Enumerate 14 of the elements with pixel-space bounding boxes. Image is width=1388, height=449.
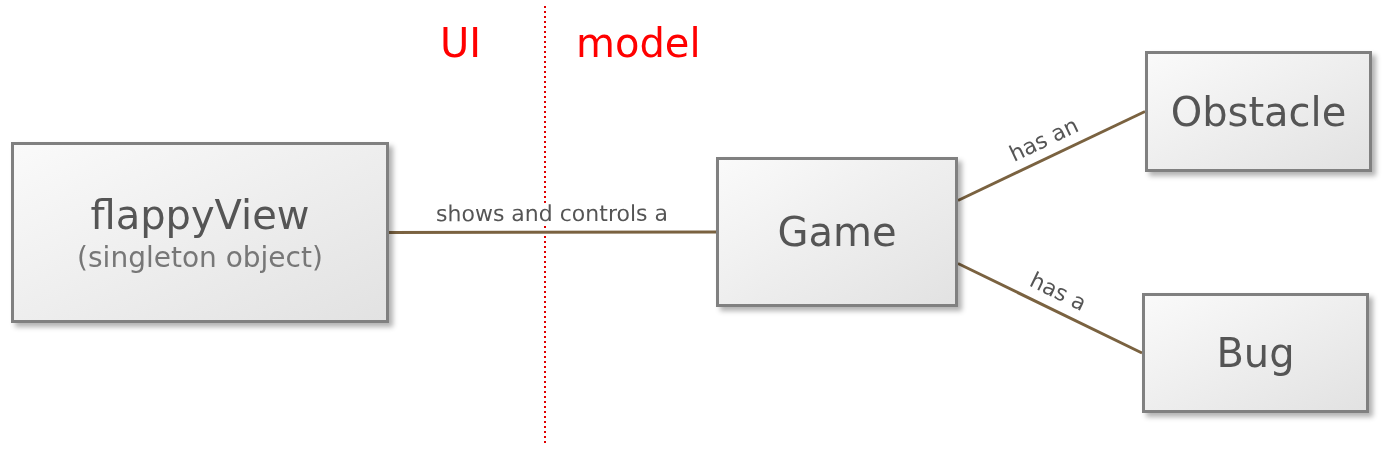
box-title: Obstacle — [1170, 87, 1347, 137]
connector-line — [389, 230, 716, 234]
class-box — [1145, 51, 1372, 172]
zone-label: UI — [440, 19, 482, 68]
box-title: Bug — [1216, 329, 1295, 378]
box-subtitle: (singleton object) — [77, 240, 323, 275]
connector-line — [957, 110, 1146, 202]
zone-label: model — [576, 19, 701, 68]
connector-line — [957, 262, 1143, 355]
class-box — [11, 142, 389, 323]
class-box — [716, 157, 958, 307]
box-title: flappyView — [90, 191, 310, 240]
box-title: Game — [777, 208, 897, 257]
class-box — [1142, 293, 1369, 413]
